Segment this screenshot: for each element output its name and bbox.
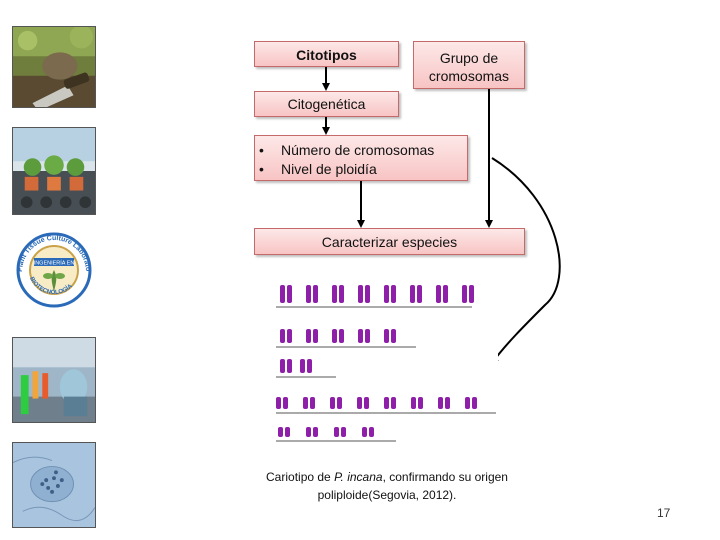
laboratory-photo (12, 337, 96, 423)
micrograph-photo (12, 442, 96, 528)
chromosome (341, 427, 346, 437)
chromosome (339, 285, 344, 303)
chromosome (276, 397, 281, 409)
chromosome (285, 427, 290, 437)
chromosome (384, 285, 389, 303)
page-number: 17 (657, 506, 671, 520)
citogenetica-label: Citogenética (287, 96, 366, 112)
bullet-icon: • (259, 161, 264, 177)
chromosome (465, 397, 470, 409)
logo-banner-text: INGENIERÍA EN (34, 260, 75, 267)
chromosome (358, 285, 363, 303)
chromosome (306, 285, 311, 303)
chromosome (334, 427, 339, 437)
grupo-cromosomas-box: Grupo de cromosomas (413, 41, 525, 89)
chromosome (411, 397, 416, 409)
chromosome (436, 285, 441, 303)
chromosome (287, 329, 292, 343)
bullet-icon: • (259, 142, 264, 158)
arrow-curved-to-karyotype (490, 157, 561, 365)
chromosome (287, 285, 292, 303)
chromosome (418, 397, 423, 409)
chromosome (310, 397, 315, 409)
potted-plants-photo (12, 127, 96, 215)
chromosome (283, 397, 288, 409)
chromosome (369, 427, 374, 437)
citotipos-box: Citotipos (254, 41, 399, 67)
analysis-item-label: Nivel de ploidía (281, 161, 377, 177)
analysis-item-label: Número de cromosomas (281, 142, 435, 158)
chromosome (303, 397, 308, 409)
caption-species: P. incana (334, 470, 383, 484)
chromosome (280, 359, 285, 373)
chromosome (362, 427, 367, 437)
chromosome (280, 329, 285, 343)
chromosome (332, 329, 337, 343)
chromosome (391, 285, 396, 303)
chromosome (438, 397, 443, 409)
chromosome (391, 329, 396, 343)
chromosome (443, 285, 448, 303)
citogenetica-box: Citogenética (254, 91, 399, 117)
chromosome (469, 285, 474, 303)
chromosome (339, 329, 344, 343)
chromosome (280, 285, 285, 303)
chromosome (330, 397, 335, 409)
caracterizar-label: Caracterizar especies (321, 233, 458, 250)
field-sampling-photo (12, 26, 96, 108)
chromosome (332, 285, 337, 303)
chromosome (391, 397, 396, 409)
chromosome (306, 329, 311, 343)
caracterizar-box: Caracterizar especies (254, 228, 525, 255)
karyotype-figure (272, 277, 498, 449)
chromosome (472, 397, 477, 409)
chromosome (384, 397, 389, 409)
analysis-item: • Nivel de ploidía (259, 160, 467, 179)
chromosome (313, 329, 318, 343)
caption-text: Cariotipo de (266, 470, 335, 484)
chromosome (357, 397, 362, 409)
chromosome (300, 359, 305, 373)
chromosome (364, 397, 369, 409)
chromosome (278, 427, 283, 437)
chromosome (313, 285, 318, 303)
grupo-cromosomas-label: Grupo de cromosomas (428, 49, 510, 84)
karyotype-caption: Cariotipo de P. incana, confirmando su o… (264, 468, 510, 504)
chromosome (417, 285, 422, 303)
analysis-box: • Número de cromosomas • Nivel de ploidí… (254, 135, 468, 181)
chromosome (307, 359, 312, 373)
caption-text-end: , confirmando su origen poliploide(Segov… (317, 470, 508, 502)
chromosome (313, 427, 318, 437)
chromosome (337, 397, 342, 409)
chromosome (358, 329, 363, 343)
analysis-item: • Número de cromosomas (259, 141, 467, 160)
chromosome (306, 427, 311, 437)
plant-tissue-culture-lab-logo: Plant Tissue Culture Laboratory BIOTECNO… (12, 228, 96, 308)
chromosome (365, 329, 370, 343)
chromosome (410, 285, 415, 303)
chromosome (445, 397, 450, 409)
chromosome (462, 285, 467, 303)
chromosome (384, 329, 389, 343)
chromosome (287, 359, 292, 373)
citotipos-label: Citotipos (296, 47, 357, 63)
chromosome (365, 285, 370, 303)
